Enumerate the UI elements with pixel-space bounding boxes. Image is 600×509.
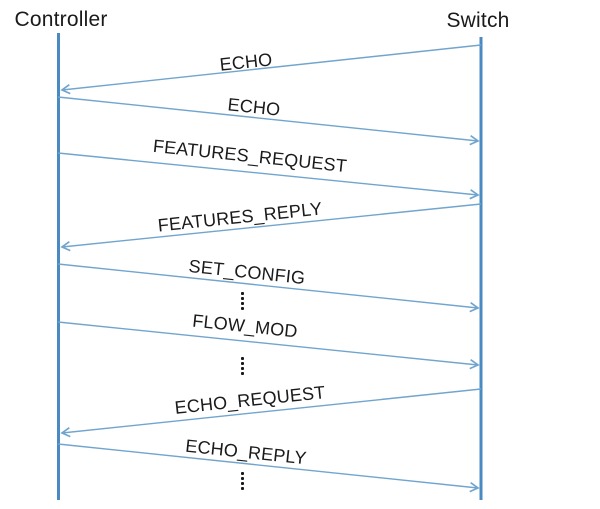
vertical-ellipsis-icon [241, 357, 244, 375]
message-arrow-echo-1 [60, 44, 482, 95]
message-label: ECHO [219, 49, 274, 74]
message-arrow-features-request [57, 152, 480, 200]
actor-label-controller: Controller [14, 8, 108, 31]
message-arrow-echo-request [60, 388, 482, 438]
message-label: FEATURES_REPLY [157, 198, 323, 236]
message-arrow-set-config [57, 263, 480, 313]
actor-label-switch: Switch [446, 9, 510, 32]
message-label: FEATURES_REQUEST [152, 136, 348, 177]
message-arrow-features-reply [60, 203, 482, 252]
vertical-ellipsis-icon [241, 292, 244, 310]
message-arrow-flow-mod [57, 321, 480, 370]
message-arrow-echo-reply [57, 443, 480, 493]
message-arrow-echo-2 [57, 96, 480, 146]
vertical-ellipsis-icon [241, 472, 244, 490]
